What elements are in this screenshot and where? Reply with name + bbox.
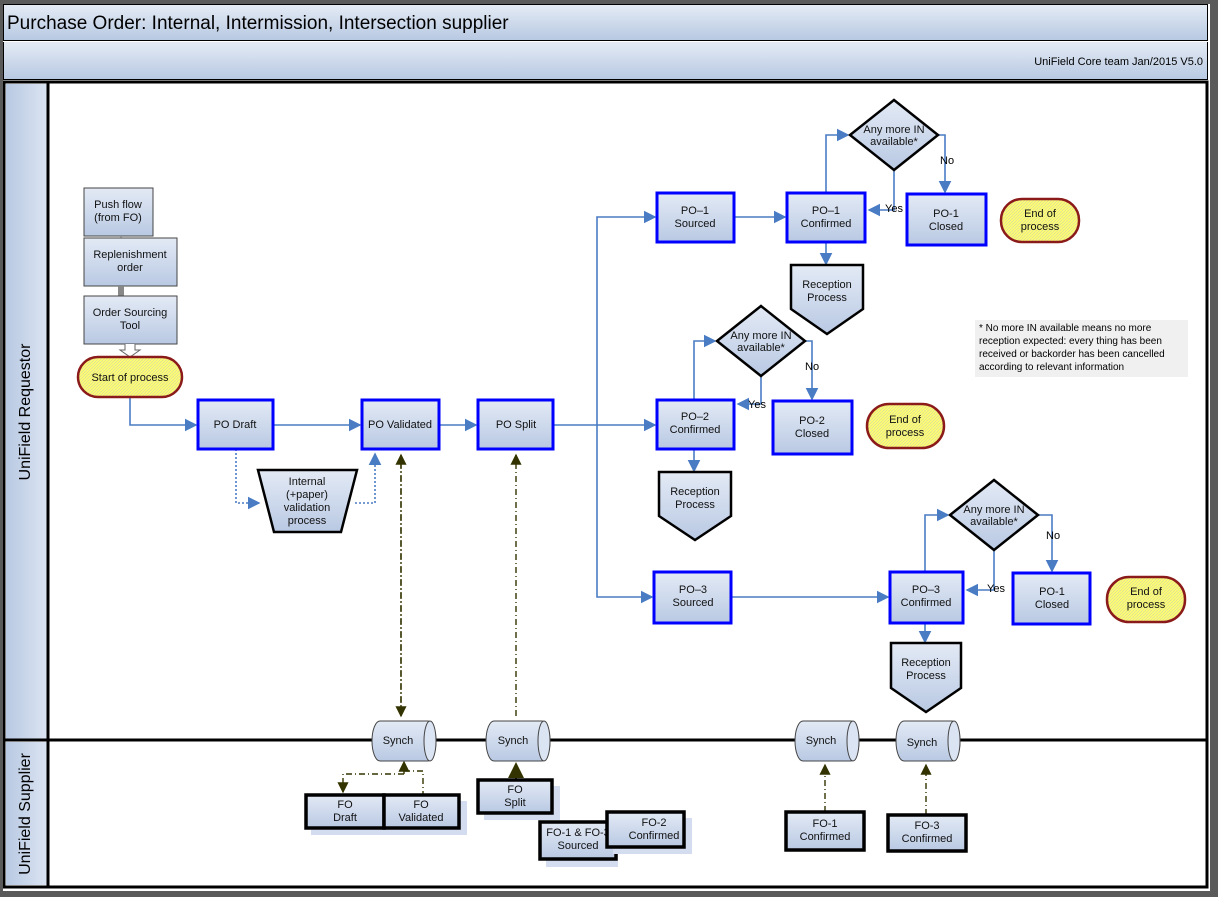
- yes-label: Yes: [987, 583, 1005, 595]
- yes-label: Yes: [748, 399, 766, 411]
- lane-label-requestor: UniField Requestor: [17, 343, 34, 481]
- lane-header-requestor: [6, 84, 47, 740]
- no-label: No: [1046, 530, 1060, 542]
- page-title: Purchase Order: Internal, Intermission, …: [3, 4, 1208, 41]
- po-split-node[interactable]: PO Split: [476, 398, 555, 451]
- no-label: No: [940, 155, 954, 167]
- synch-2[interactable]: Synch: [485, 720, 551, 762]
- synch-4[interactable]: Synch: [895, 720, 961, 762]
- svg-text:PO Draft: PO Draft: [214, 419, 257, 431]
- synch-3[interactable]: Synch: [794, 720, 860, 762]
- svg-text:Push flow(from FO): Push flow(from FO): [94, 199, 142, 224]
- svg-text:Start of process: Start of process: [91, 372, 169, 384]
- yes-label: Yes: [885, 203, 903, 215]
- swimlanes: UniField Requestor UniField Supplier: [3, 80, 1209, 889]
- connectors: Yes No Yes No Yes No: [129, 128, 1060, 815]
- process-diagram: UniField Requestor UniField Supplier: [3, 80, 1209, 889]
- push-flow-node[interactable]: Push flow(from FO): [83, 187, 154, 237]
- svg-text:Synch: Synch: [806, 735, 837, 747]
- lane-header-supplier: [6, 742, 47, 885]
- no-label: No: [805, 361, 819, 373]
- po-draft-node[interactable]: PO Draft: [196, 398, 275, 451]
- diagram-page: Purchase Order: Internal, Intermission, …: [3, 4, 1210, 891]
- synch-1[interactable]: Synch: [371, 720, 437, 762]
- credit-text: UniField Core team Jan/2015 V5.0: [3, 42, 1208, 80]
- svg-text:PO Validated: PO Validated: [368, 419, 432, 431]
- svg-text:Synch: Synch: [907, 737, 938, 749]
- svg-text:PO Split: PO Split: [496, 419, 536, 431]
- start-of-process-node[interactable]: Start of process: [76, 355, 184, 399]
- svg-text:Synch: Synch: [383, 735, 414, 747]
- lane-label-supplier: UniField Supplier: [17, 752, 34, 875]
- svg-text:Synch: Synch: [498, 735, 529, 747]
- po-validated-node[interactable]: PO Validated: [360, 398, 441, 451]
- svg-text:* No more IN available means n: * No more IN available means no morerece…: [979, 323, 1165, 373]
